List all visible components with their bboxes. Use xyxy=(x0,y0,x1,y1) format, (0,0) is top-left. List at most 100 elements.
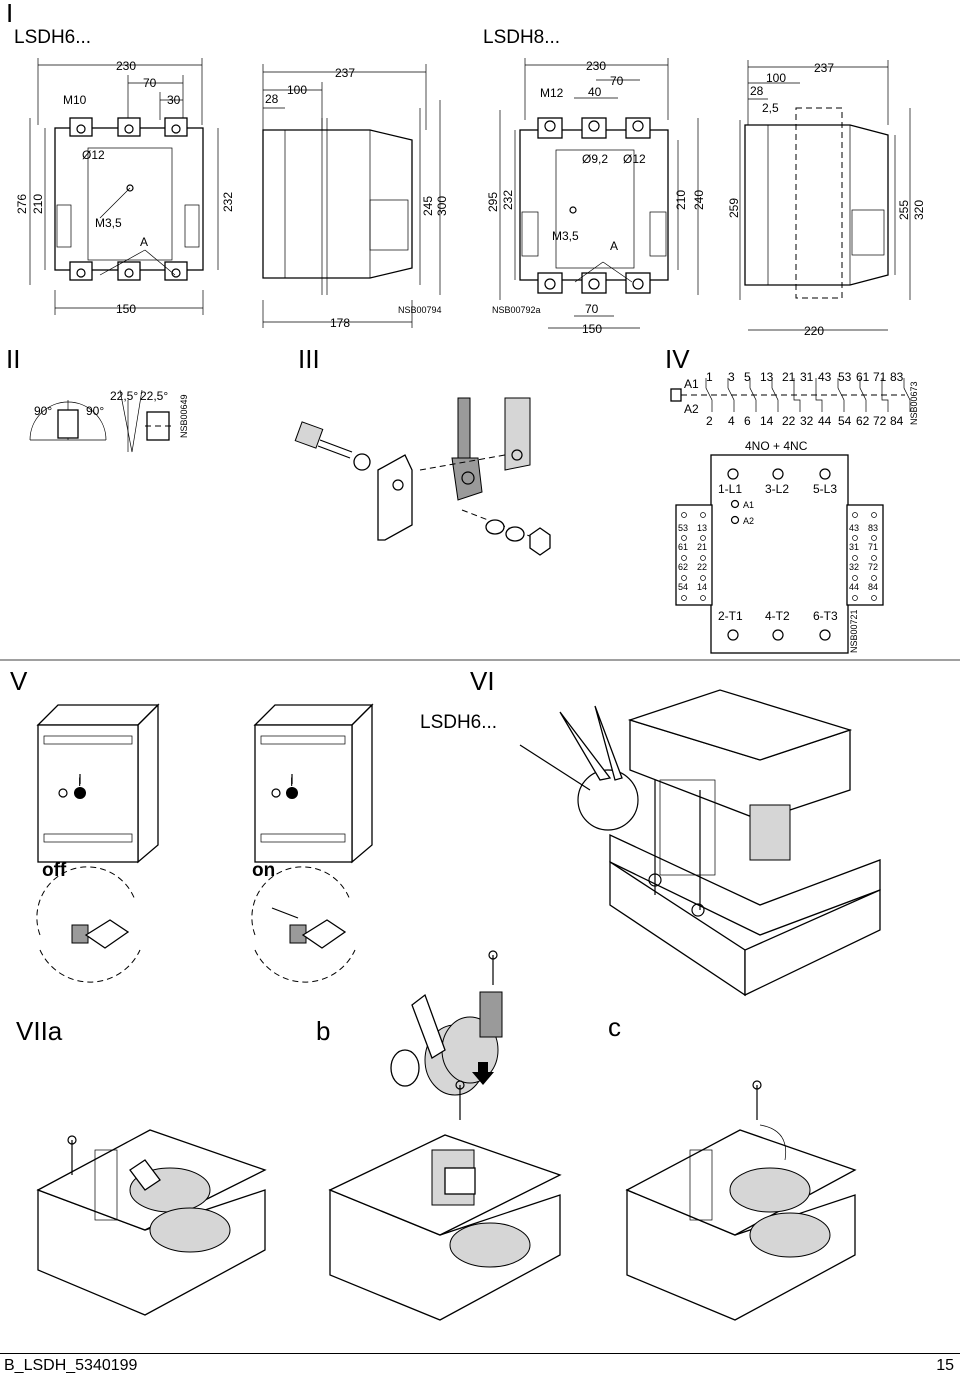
svg-text:61: 61 xyxy=(678,542,688,552)
document-reference: B_LSDH_5340199 xyxy=(4,1357,138,1374)
mounting-angle-diagram xyxy=(29,389,175,453)
svg-text:32: 32 xyxy=(849,562,859,572)
svg-text:I: I xyxy=(290,775,293,789)
svg-text:100: 100 xyxy=(287,83,307,97)
svg-text:150: 150 xyxy=(116,302,136,316)
svg-text:22: 22 xyxy=(697,562,707,572)
right-aux-terminals: 43 83 31 71 32 72 44 84 xyxy=(849,512,878,601)
svg-text:1: 1 xyxy=(706,370,713,384)
svg-text:276: 276 xyxy=(15,194,29,214)
left-aux-terminals: 53 13 61 21 62 22 54 14 xyxy=(678,512,707,601)
lsdh8-front-view xyxy=(499,58,699,329)
svg-text:90°: 90° xyxy=(86,404,104,418)
section-label-ii: II xyxy=(6,344,20,374)
section-label-v: V xyxy=(10,666,28,696)
section-label-viia: VIIa xyxy=(16,1016,63,1046)
svg-text:83: 83 xyxy=(890,370,904,384)
svg-text:A1: A1 xyxy=(743,500,754,510)
svg-text:44: 44 xyxy=(818,414,832,428)
svg-text:44: 44 xyxy=(849,582,859,592)
svg-text:100: 100 xyxy=(766,71,786,85)
drawing-ref-3: NSB00649 xyxy=(179,394,189,438)
svg-text:61: 61 xyxy=(856,370,870,384)
svg-text:150: 150 xyxy=(582,322,602,336)
svg-text:6-T3: 6-T3 xyxy=(813,609,838,623)
svg-text:237: 237 xyxy=(335,66,355,80)
section-label-b: b xyxy=(316,1016,330,1046)
switch-state-on: on xyxy=(252,860,275,881)
coil-label-a2: A2 xyxy=(684,402,699,416)
svg-text:70: 70 xyxy=(610,74,624,88)
svg-text:220: 220 xyxy=(804,324,824,338)
svg-text:259: 259 xyxy=(727,198,741,218)
svg-text:230: 230 xyxy=(586,59,606,73)
section-label-vi: VI xyxy=(470,666,495,696)
switch-state-off: off xyxy=(42,860,67,881)
svg-text:70: 70 xyxy=(585,302,599,316)
coil-replacement-c xyxy=(625,1080,857,1321)
svg-text:54: 54 xyxy=(678,582,688,592)
svg-text:240: 240 xyxy=(692,190,706,210)
coil-label-a1: A1 xyxy=(684,377,699,391)
lsdh6-side-view xyxy=(262,64,441,328)
model-label-lsdh8: LSDH8... xyxy=(483,27,560,48)
svg-text:A2: A2 xyxy=(743,516,754,526)
page-number: 15 xyxy=(936,1357,954,1374)
svg-text:255: 255 xyxy=(897,200,911,220)
contactor-wiring-schematic xyxy=(670,378,911,654)
svg-text:31: 31 xyxy=(849,542,859,552)
svg-text:320: 320 xyxy=(912,200,926,220)
svg-text:28: 28 xyxy=(265,92,279,106)
svg-text:13: 13 xyxy=(697,523,707,533)
terminal-bolt-assembly xyxy=(294,397,551,556)
svg-text:13: 13 xyxy=(760,370,774,384)
svg-text:62: 62 xyxy=(678,562,688,572)
drawing-ref-5: NSB00721 xyxy=(849,609,859,653)
svg-text:28: 28 xyxy=(750,84,764,98)
svg-text:5-L3: 5-L3 xyxy=(813,482,837,496)
svg-text:40: 40 xyxy=(588,85,602,99)
svg-text:30: 30 xyxy=(167,93,181,107)
model-label-lsdh6: LSDH6... xyxy=(14,27,91,48)
contactor-isometric-vi xyxy=(519,689,881,997)
svg-text:Ø12: Ø12 xyxy=(82,148,105,162)
svg-text:295: 295 xyxy=(486,192,500,212)
svg-text:210: 210 xyxy=(674,190,688,210)
svg-text:A: A xyxy=(140,235,148,249)
svg-text:232: 232 xyxy=(221,192,235,212)
schematic-contacts xyxy=(705,378,911,412)
svg-text:53: 53 xyxy=(678,523,688,533)
svg-text:A: A xyxy=(610,239,618,253)
svg-text:72: 72 xyxy=(873,414,887,428)
page-footer: B_LSDH_5340199 15 xyxy=(0,1355,960,1380)
footer-rule xyxy=(0,1353,960,1354)
svg-text:54: 54 xyxy=(838,414,852,428)
svg-text:2: 2 xyxy=(706,414,713,428)
lsdh6-front-view xyxy=(29,58,219,315)
svg-text:210: 210 xyxy=(31,194,45,214)
svg-text:2,5: 2,5 xyxy=(762,101,779,115)
svg-text:178: 178 xyxy=(330,316,350,330)
svg-text:245: 245 xyxy=(421,196,435,216)
svg-text:3-L2: 3-L2 xyxy=(765,482,789,496)
bottom-terminal-labels: 2 4 6 14 22 32 44 54 62 72 84 xyxy=(706,414,904,428)
section-label-iii: III xyxy=(298,344,320,374)
svg-text:Ø12: Ø12 xyxy=(623,152,646,166)
svg-text:1-L1: 1-L1 xyxy=(718,482,742,496)
svg-text:M10: M10 xyxy=(63,93,87,107)
svg-text:6: 6 xyxy=(744,414,751,428)
svg-text:62: 62 xyxy=(856,414,870,428)
svg-text:21: 21 xyxy=(782,370,796,384)
svg-text:300: 300 xyxy=(435,196,449,216)
svg-text:232: 232 xyxy=(501,190,515,210)
svg-text:14: 14 xyxy=(697,582,707,592)
svg-text:5: 5 xyxy=(744,370,751,384)
coil-replacement-viia xyxy=(36,1129,267,1316)
drawing-ref-1: NSB00794 xyxy=(398,305,442,315)
svg-text:84: 84 xyxy=(890,414,904,428)
section-label-iv: IV xyxy=(665,344,690,374)
svg-text:M12: M12 xyxy=(540,86,564,100)
svg-text:230: 230 xyxy=(116,59,136,73)
drawing-ref-4: NSB00673 xyxy=(909,381,919,425)
